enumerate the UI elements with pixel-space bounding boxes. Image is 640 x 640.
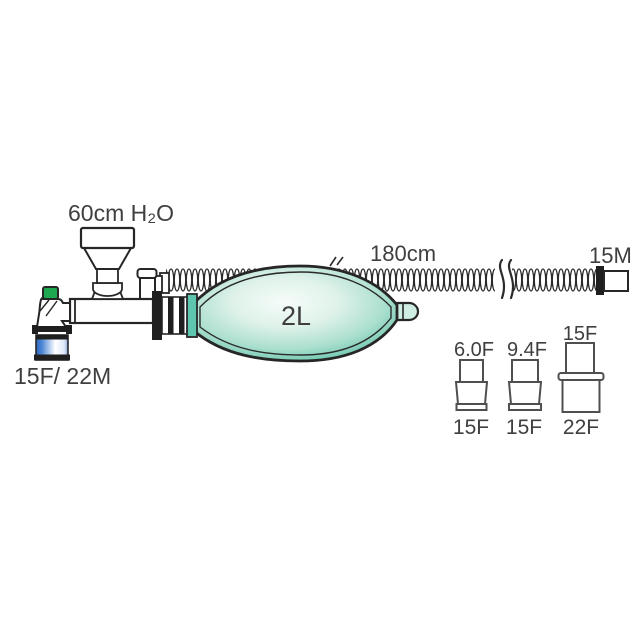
elbow-cap (136, 268, 158, 279)
elbow-miter-line-1 (45, 300, 58, 317)
bag-tail-shape (394, 301, 420, 322)
machine-end-port (603, 270, 629, 292)
valve-dome (92, 282, 123, 297)
bag-crease-mark-1 (329, 256, 337, 267)
valve-stem (96, 268, 119, 284)
barrel-top-rim (36, 335, 68, 340)
machine-end-label: 15M (589, 243, 632, 268)
valve-manifold-assembly (32, 226, 198, 361)
manifold-body (68, 297, 155, 325)
adapter-2-top-label: 9.4F (507, 339, 547, 361)
adapter-2-tip (511, 359, 539, 383)
reservoir-bag (192, 256, 399, 363)
adapter-2-foot (508, 403, 542, 411)
valve-cap (79, 226, 136, 250)
neck-teal-band (186, 293, 198, 338)
elbow-body (35, 297, 71, 328)
valve-cone (82, 247, 133, 270)
adapter-3-tip (565, 342, 595, 375)
adapter-1 (454, 359, 489, 411)
neck-ribs (161, 296, 190, 335)
barrel-bottom-rim (34, 354, 70, 361)
patient-connector-blue (32, 325, 72, 361)
adapter-1-top-label: 6.0F (454, 339, 494, 361)
bag-volume-label: 2L (281, 301, 311, 331)
bag-inner-line (199, 271, 392, 356)
bag-body (192, 264, 399, 363)
bag-crease-mark-2 (336, 256, 344, 266)
pressure-relief-valve (79, 226, 136, 300)
adapter-3-flange (557, 372, 605, 381)
adapter-3-bottom-label: 22F (563, 416, 599, 439)
adapter-1-foot (455, 403, 488, 411)
adapter-2-bottom-label: 15F (506, 416, 542, 439)
machine-end-connector (596, 266, 629, 295)
adapter-3-top-label: 15F (563, 323, 597, 345)
adapter-1-bottom-label: 15F (453, 416, 489, 439)
adapter-3-body (561, 379, 601, 413)
adapter-2 (507, 359, 543, 411)
bag-neck-connector (152, 291, 198, 340)
tube-length-label: 180cm (370, 241, 436, 266)
patient-elbow (35, 286, 71, 328)
adapter-3 (557, 342, 605, 413)
machine-end-flange (596, 266, 604, 295)
collar-band (33, 326, 71, 332)
elbow-miter-line-2 (39, 299, 50, 312)
neck-flange (152, 291, 162, 340)
adapter-1-body (454, 381, 489, 405)
neck-rib-bar-2 (179, 297, 185, 334)
pressure-valve-label: 60cm H₂O (68, 200, 174, 226)
green-cap (42, 286, 59, 300)
tube-break-mark-right (507, 258, 515, 300)
adapter-1-tip (459, 359, 484, 383)
adapter-set (454, 342, 605, 413)
adapter-2-body (507, 381, 543, 405)
patient-port-label: 15F/ 22M (14, 363, 111, 389)
bag-tail-port (394, 301, 420, 322)
neck-rib-bar-1 (168, 297, 174, 334)
tube-break-mark-left (498, 258, 506, 300)
